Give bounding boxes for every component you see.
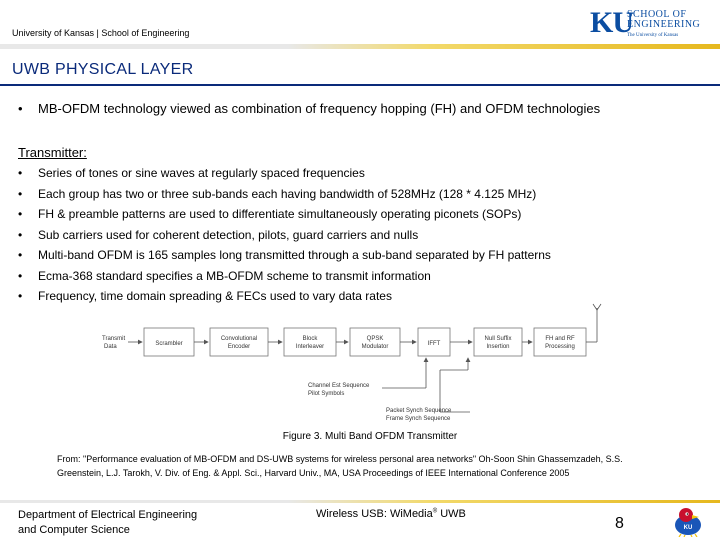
registered-mark: ® — [432, 508, 438, 515]
antenna-icon — [586, 303, 602, 343]
block-encoder-label-2: Encoder — [228, 344, 250, 350]
logo-line-2: ENGINEERING — [627, 19, 701, 30]
block-encoder-label-1: Convolutional — [221, 336, 257, 342]
label-channel-est: Channel Est Sequence — [308, 383, 370, 389]
block-encoder: Convolutional Encoder — [209, 327, 269, 357]
list-item: • Multi-band OFDM is 165 samples long tra… — [18, 247, 698, 268]
bullet-dot: • — [18, 268, 23, 283]
block-modulator-label-2: Modulator — [362, 344, 389, 350]
bullet-dot: • — [18, 166, 23, 180]
ofdm-transmitter-diagram: Transmit Data Scrambler Convolutional En… — [102, 303, 602, 422]
input-label-transmit: Transmit — [102, 336, 125, 342]
block-null-suffix: Null Suffix Insertion — [473, 327, 523, 357]
block-scrambler-label: Scrambler — [155, 341, 182, 347]
list-item-text: FH & preamble patterns are used to diffe… — [38, 207, 522, 221]
footer-center: Wireless USB: WiMedia® UWB — [316, 508, 466, 520]
footer-dept-line-1: Department of Electrical Engineering — [18, 509, 198, 521]
list-item-text: Sub carriers used for coherent detection… — [38, 227, 419, 242]
transmitter-heading: Transmitter: — [18, 145, 87, 160]
block-interleaver: Block Interleaver — [283, 327, 337, 357]
title-underline — [0, 84, 720, 86]
list-item: • Ecma-368 standard specifies a MB-OFDM s… — [18, 268, 698, 289]
affiliation-text: University of Kansas | School of Enginee… — [12, 28, 190, 38]
block-modulator-label-1: QPSK — [367, 336, 384, 342]
list-item: • FH & preamble patterns are used to diff… — [18, 206, 698, 227]
label-pilot-symbols: Pilot Symbols — [308, 391, 344, 397]
block-fh-rf-label-1: FH and RF — [545, 336, 575, 342]
list-item-text: Each group has two or three sub-bands ea… — [38, 186, 537, 201]
list-item-text: Multi-band OFDM is 165 samples long tran… — [38, 248, 551, 262]
block-scrambler: Scrambler — [143, 327, 195, 357]
block-ifft-label: IFFT — [428, 341, 441, 347]
bullet-dot: • — [18, 101, 23, 116]
list-item: • Each group has two or three sub-bands e… — [18, 186, 698, 207]
list-item: • Series of tones or sine waves at regula… — [18, 165, 698, 186]
block-interleaver-label-1: Block — [303, 336, 319, 342]
list-item: • Sub carriers used for coherent detectio… — [18, 227, 698, 248]
page-number: 8 — [615, 515, 624, 532]
logo-line-1: SCHOOL OF — [627, 9, 687, 20]
bullet-dot: • — [18, 227, 23, 242]
bullet-dot: • — [18, 186, 23, 201]
bullet-dot: • — [18, 207, 23, 221]
figure-caption: Figure 3. Multi Band OFDM Transmitter — [282, 431, 458, 442]
list-item-text: Ecma-368 standard specifies a MB-OFDM sc… — [38, 268, 431, 283]
block-ifft: IFFT — [417, 327, 451, 357]
footer-divider — [0, 500, 720, 503]
label-frame-synch: Frame Synch Sequence — [386, 416, 451, 422]
label-packet-synch: Packet Synch Sequence — [386, 408, 452, 414]
block-modulator: QPSK Modulator — [349, 327, 401, 357]
block-fh-rf: FH and RF Processing — [533, 327, 587, 357]
svg-text:KU: KU — [684, 525, 693, 531]
block-fh-rf-label-2: Processing — [545, 344, 575, 350]
main-bullet: • MB-OFDM technology viewed as combinati… — [18, 101, 678, 117]
logo-letters: KU — [590, 6, 634, 39]
list-item: • Frequency, time domain spreading & FECs… — [18, 288, 698, 309]
footer-center-text: Wireless USB: WiMedia — [316, 508, 433, 520]
input-label-data: Data — [104, 344, 117, 350]
reference-text: From: "Performance evaluation of MB-OFDM… — [57, 454, 623, 478]
footer-center-suffix: UWB — [437, 508, 466, 520]
bullet-dot: • — [18, 289, 23, 303]
block-null-suffix-label-1: Null Suffix — [485, 336, 512, 342]
ku-logo: KU SCHOOL OF ENGINEERING The University … — [590, 6, 715, 42]
bullet-dot: • — [18, 248, 23, 262]
list-item-text: Frequency, time domain spreading & FECs … — [38, 289, 392, 303]
main-bullet-text: MB-OFDM technology viewed as combination… — [38, 101, 601, 116]
block-interleaver-label-2: Interleaver — [296, 344, 324, 350]
block-null-suffix-label-2: Insertion — [486, 344, 509, 350]
header-divider — [0, 44, 720, 49]
transmitter-bullet-list: • Series of tones or sine waves at regula… — [18, 165, 698, 309]
jayhawk-icon: KU — [675, 508, 701, 537]
footer-department: Department of Electrical Engineering and… — [18, 508, 197, 538]
list-item-text: Series of tones or sine waves at regular… — [38, 166, 365, 180]
slide-title: UWB PHYSICAL LAYER — [12, 61, 194, 78]
footer-dept-line-2: and Computer Science — [18, 524, 130, 536]
logo-line-3: The University of Kansas — [627, 33, 679, 38]
